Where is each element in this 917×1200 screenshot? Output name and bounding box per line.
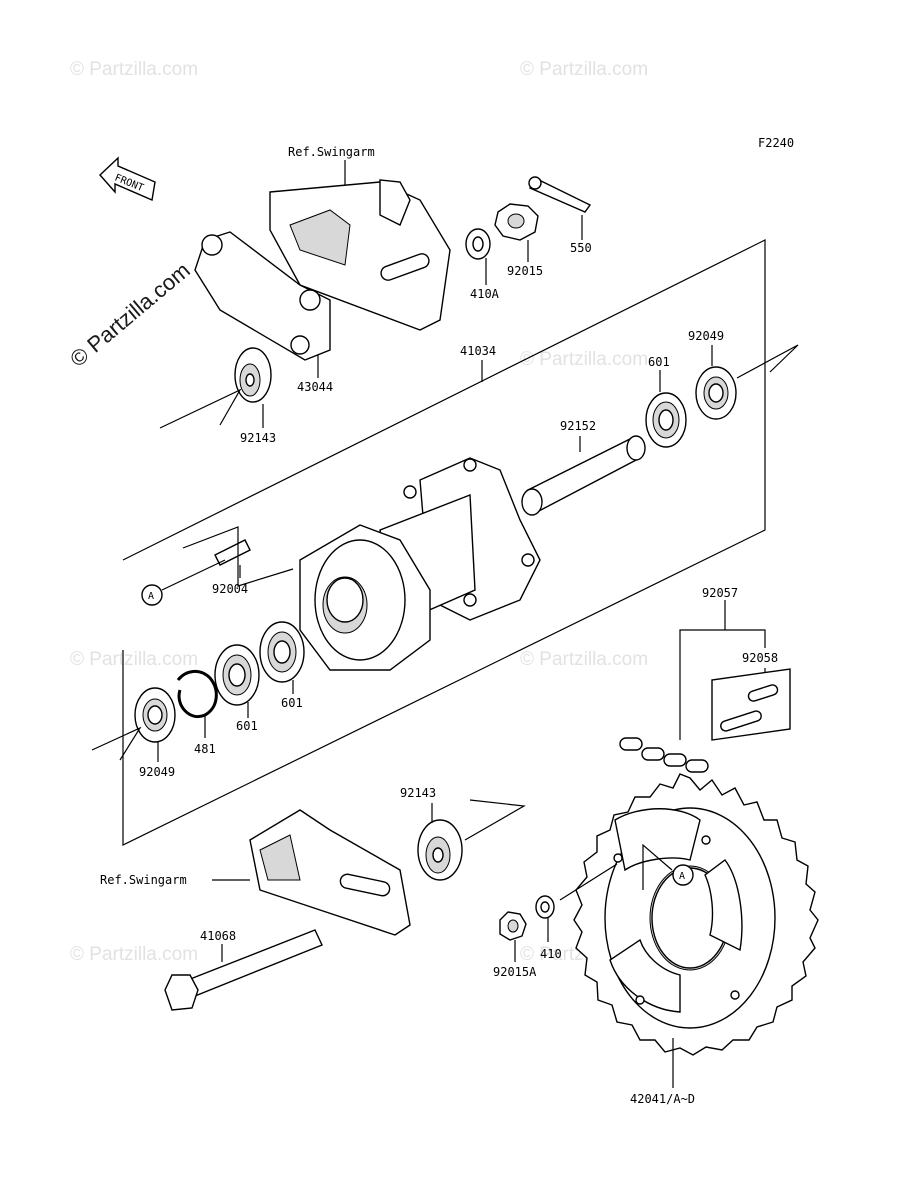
- label-92049-left: 92049: [139, 765, 175, 779]
- washer-410-icon: [535, 895, 555, 919]
- master-link-icon: [711, 668, 791, 741]
- label-92143-bottom: 92143: [400, 786, 436, 800]
- label-410A: 410A: [470, 287, 500, 301]
- rear-hub-icon: [299, 457, 541, 671]
- bearing-left-b-icon: [259, 621, 305, 683]
- label-92049-right: 92049: [688, 329, 724, 343]
- watermark-main: © Partzilla.com: [65, 257, 195, 371]
- axle-bolt-icon: [164, 929, 323, 1011]
- axle-nut-icon: [494, 203, 539, 241]
- label-92015A: 92015A: [493, 965, 537, 979]
- sprocket-nut-icon: [499, 911, 527, 941]
- label-601-left-b: 601: [281, 696, 303, 710]
- label-92143-top: 92143: [240, 431, 276, 445]
- label-92152: 92152: [560, 419, 596, 433]
- circlip-icon: [176, 670, 218, 719]
- swingarm-bracket-top: [269, 179, 451, 331]
- cotter-pin-icon: [528, 176, 592, 213]
- label-550: 550: [570, 241, 592, 255]
- label-41034: 41034: [460, 344, 496, 358]
- svg-text:A: A: [148, 591, 154, 602]
- watermark: © Partzilla.com: [520, 649, 648, 670]
- watermark: © Partzilla.com: [70, 59, 198, 80]
- watermark: © Partzilla.com: [70, 944, 198, 965]
- ref-swingarm-bottom: Ref.Swingarm: [100, 873, 187, 887]
- oil-seal-left-icon: [134, 687, 176, 743]
- ref-circle-a-left: A: [141, 584, 163, 606]
- label-43044: 43044: [297, 380, 333, 394]
- label-601-right: 601: [648, 355, 670, 369]
- swingarm-bracket-bottom: [249, 809, 411, 936]
- diagram-code: F2240: [758, 136, 794, 150]
- sprocket-icon: [573, 773, 819, 1056]
- label-601-left-a: 601: [236, 719, 258, 733]
- drive-chain-icon: [619, 737, 709, 773]
- label-92057: 92057: [702, 586, 738, 600]
- label-92058: 92058: [742, 651, 778, 665]
- spacer-tube-icon: [521, 435, 646, 516]
- bearing-right-icon: [645, 392, 687, 448]
- chain-adjuster: [194, 231, 331, 361]
- watermark: © Partzilla.com: [520, 59, 648, 80]
- label-410: 410: [540, 947, 562, 961]
- front-arrow-icon: FRONT: [99, 156, 156, 201]
- ref-circle-a-right: A: [672, 864, 694, 886]
- label-92004: 92004: [212, 582, 248, 596]
- label-42041: 42041/A~D: [630, 1092, 695, 1106]
- svg-text:A: A: [679, 871, 685, 882]
- watermark: © Partzilla.com: [70, 649, 198, 670]
- washer-icon: [465, 228, 491, 260]
- label-41068: 41068: [200, 929, 236, 943]
- collar-icon: [234, 347, 272, 403]
- oil-seal-right-icon: [695, 366, 737, 420]
- ref-swingarm-top: Ref.Swingarm: [288, 145, 375, 159]
- label-92015: 92015: [507, 264, 543, 278]
- collar-bottom-icon: [417, 819, 463, 881]
- bearing-left-a-icon: [214, 644, 260, 706]
- watermark: © Partzilla.com: [520, 349, 648, 370]
- label-481: 481: [194, 742, 216, 756]
- stud-bolt-icon: [214, 539, 251, 566]
